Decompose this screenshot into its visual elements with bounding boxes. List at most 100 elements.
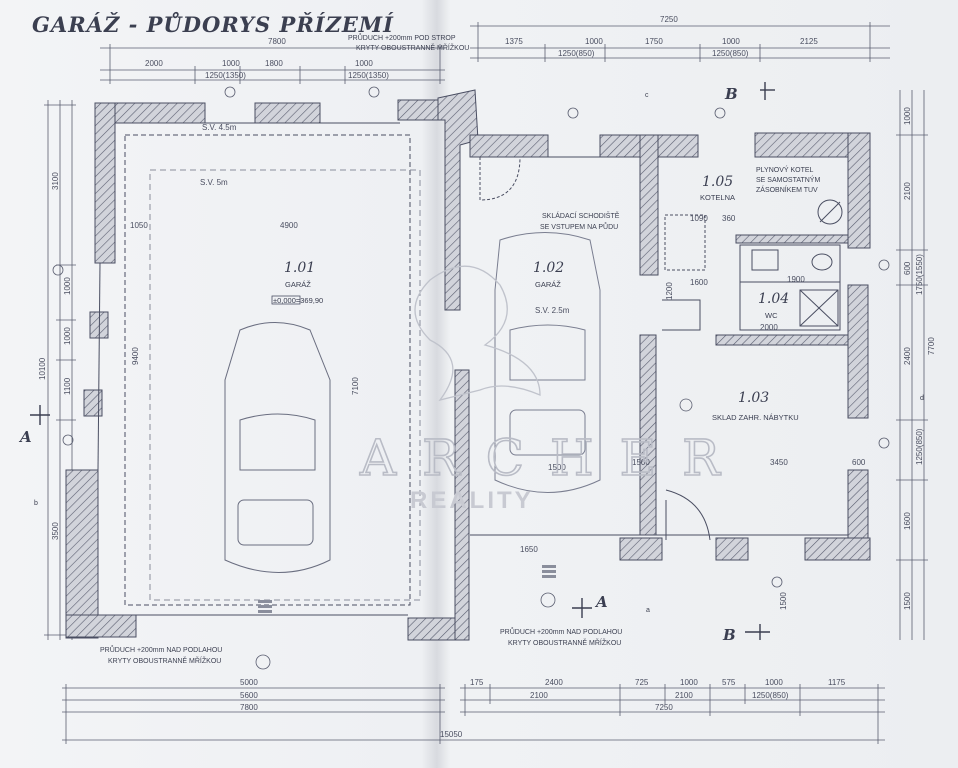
dim-right: 1600: [903, 512, 912, 530]
dim-bottom-right: 2100: [530, 691, 548, 700]
vent-note-bottom-left: PRŮDUCH +200mm NAD PODLAHOU: [100, 645, 222, 654]
dim-bottom-left: 5600: [240, 691, 258, 700]
dim-top-left-part: 1250(1350): [348, 71, 389, 80]
sv-note-3: S.V. 2.5m: [535, 306, 570, 315]
dim-top-right-part: 1250(850): [712, 49, 749, 58]
room-name-wc: WC: [765, 311, 778, 320]
sv-note-1: S.V. 4.5m: [202, 123, 237, 132]
dim-interior: 1600: [690, 278, 708, 287]
garage-inner-lines: [97, 122, 421, 616]
floor-level: ±0,000=369,90: [273, 296, 323, 305]
dim-bottom-right: 1000: [680, 678, 698, 687]
dim-right: 1750(1550): [915, 254, 924, 295]
dim-top-right-part: 1750: [645, 37, 663, 46]
section-label-a-bottom: A: [594, 593, 608, 611]
bottom-dimension-lines: [62, 684, 885, 744]
plan-title: GARÁŽ - PŮDORYS PŘÍZEMÍ: [32, 12, 394, 37]
level-box: [271, 295, 301, 305]
stairs-note-2: SE VSTUPEM NA PŮDU: [540, 222, 618, 231]
right-block-walls: [437, 89, 871, 561]
vent-note-bottom-right: PRŮDUCH +200mm NAD PODLAHOU: [500, 627, 622, 636]
vent-note-bottom-left-2: KRYTY OBOUSTRANNĚ MŘÍŽKOU: [108, 656, 221, 665]
dim-bottom-right: 1175: [828, 678, 846, 687]
dim-interior: 600: [852, 458, 866, 467]
room-number-wc: 1.04: [758, 291, 789, 307]
watermark-brand: ARCHER: [359, 429, 746, 487]
dim-interior: 1050: [130, 221, 148, 230]
dim-right: 1500: [779, 592, 788, 610]
dim-top-left-part: 1000: [222, 59, 240, 68]
dim-bottom-right: 1000: [765, 678, 783, 687]
dim-left: 3500: [51, 522, 60, 540]
top-dimension-lines: [100, 22, 890, 84]
watermark: ARCHER REALITY: [358, 265, 746, 514]
section-label-b-bottom: B: [722, 626, 736, 644]
room-number-storage: 1.03: [738, 390, 769, 406]
stairs-note-1: SKLÁDACÍ SCHODIŠTĚ: [542, 211, 620, 220]
dim-right: 1500: [903, 592, 912, 610]
dim-left-total: 10100: [38, 357, 47, 380]
vent-note-top: PRŮDUCH +200mm POD STROP: [348, 33, 456, 42]
section-label-small-b: b: [34, 500, 38, 507]
dim-interior: 1500: [632, 458, 650, 467]
right-block-inner-lines: [470, 156, 848, 541]
room-number-boiler-room: 1.05: [702, 174, 733, 190]
dim-top-right-part: 1250(850): [558, 49, 595, 58]
dim-top-left-part: 1800: [265, 59, 283, 68]
dim-top-right-part: 1000: [585, 37, 603, 46]
dim-bottom-right: 1250(850): [752, 691, 789, 700]
watermark-tagline: REALITY: [410, 487, 534, 514]
dim-interior: 1650: [520, 545, 538, 554]
dim-bottom-right: 2100: [675, 691, 693, 700]
vent-note-bottom-right-2: KRYTY OBOUSTRANNĚ MŘÍŽKOU: [508, 638, 621, 647]
dim-left: 1000: [63, 327, 72, 345]
dim-interior: 1900: [787, 275, 805, 284]
dim-bottom-right-total: 7250: [655, 703, 673, 712]
section-label-small-d: d: [920, 395, 924, 402]
dim-right-total: 7700: [927, 337, 936, 355]
car-outline-left: [224, 322, 331, 573]
left-dimension-lines: [44, 100, 76, 640]
dim-bottom-right: 2400: [545, 678, 563, 687]
dim-top-right-part: 1000: [722, 37, 740, 46]
dim-bottom-right: 575: [722, 678, 736, 687]
dim-interior: 1090: [690, 214, 708, 223]
dim-interior: 7100: [351, 377, 360, 395]
room-name-garage-main: GARÁŽ: [285, 280, 311, 289]
dim-interior: 1200: [665, 282, 674, 300]
room-name-storage: SKLAD ZAHR. NÁBYTKU: [712, 413, 799, 422]
garage-walls: [65, 99, 470, 641]
dim-right: 1000: [903, 107, 912, 125]
dim-top-right-total: 7250: [660, 15, 678, 24]
dim-interior: 3450: [770, 458, 788, 467]
dim-bottom-total: 15050: [440, 730, 463, 739]
dim-bottom-left: 7800: [240, 703, 258, 712]
dim-top-left-part: 1000: [355, 59, 373, 68]
dim-bottom-right: 175: [470, 678, 484, 687]
car-outline-right: [494, 232, 601, 493]
boiler-note-3: ZÁSOBNÍKEM TUV: [756, 185, 818, 194]
room-number-garage-main: 1.01: [284, 260, 315, 276]
boiler-note-2: SE SAMOSTATNÝM: [756, 175, 820, 184]
dim-top-left-part: 1250(1350): [205, 71, 246, 80]
dim-top-left-total: 7800: [268, 37, 286, 46]
dim-interior: 360: [722, 214, 736, 223]
section-label-small-a: a: [646, 607, 650, 614]
dim-right: 2100: [903, 182, 912, 200]
dim-right: 600: [903, 261, 912, 275]
grid-axis-markers: [52, 86, 890, 670]
room-name-garage-2: GARÁŽ: [535, 280, 561, 289]
sv-note-2: S.V. 5m: [200, 178, 228, 187]
dim-right: 1250(850): [915, 428, 924, 465]
section-arrows: [30, 82, 775, 640]
boiler-note-1: PLYNOVÝ KOTEL: [756, 165, 814, 174]
dim-bottom-right: 725: [635, 678, 649, 687]
section-label-b-top: B: [724, 85, 738, 103]
dim-interior: 9400: [131, 347, 140, 365]
room-name-boiler-room: KOTELNA: [700, 193, 735, 202]
dim-right: 2400: [903, 347, 912, 365]
room-number-garage-2: 1.02: [533, 260, 564, 276]
right-dimension-lines: [896, 90, 928, 640]
